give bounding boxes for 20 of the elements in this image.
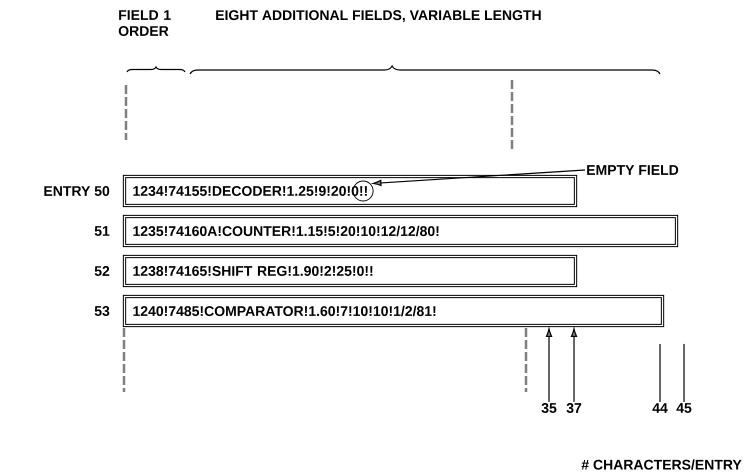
entry-box: 1240!7485!COMPARATOR!1.60!7!10!10!1/2/81!: [122, 294, 664, 328]
entry-number: 53: [94, 306, 110, 316]
leader-line: [546, 328, 552, 402]
leader-line: [372, 169, 586, 186]
tick-line: [659, 344, 661, 402]
entry-box: 1238!74165!SHIFT REG!1.90!2!25!0!!: [122, 254, 578, 288]
tick-line: [683, 344, 685, 402]
heading: FIELD 1 ORDER: [118, 10, 171, 36]
character-count: 45: [676, 403, 692, 413]
entry-number: 51: [94, 226, 110, 236]
character-count: 35: [542, 403, 556, 413]
entry-number: 52: [94, 266, 110, 276]
callout-text: EMPTY FIELD: [587, 165, 678, 175]
leader-line: [570, 328, 578, 402]
character-count: 37: [566, 403, 582, 413]
heading: # CHARACTERS/ENTRY: [582, 459, 742, 470]
heading: EIGHT ADDITIONAL FIELDS, VARIABLE LENGTH: [216, 10, 541, 22]
character-count: 44: [652, 403, 668, 413]
entry-box: 1235!74160A!COUNTER!1.15!5!20!10!12/12/80!: [122, 214, 678, 248]
entry-number: ENTRY 50: [44, 186, 110, 196]
